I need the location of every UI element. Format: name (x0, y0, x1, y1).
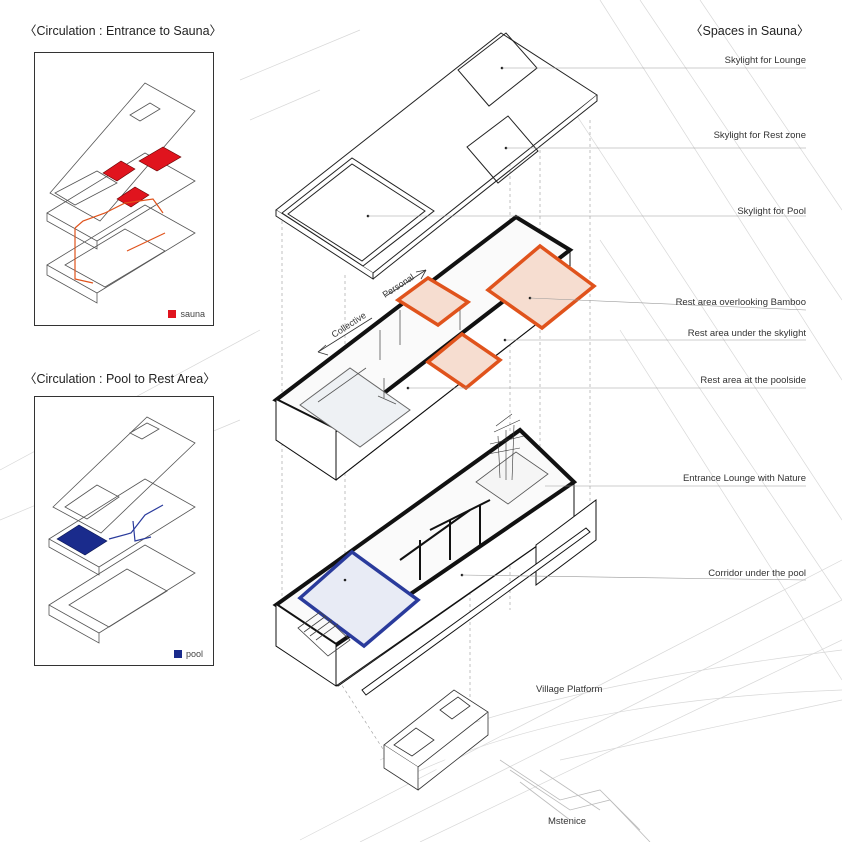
entrance-exploded-diagram (46, 82, 196, 304)
label-entrance-lounge: Entrance Lounge with Nature (682, 473, 806, 484)
legend-pool: pool (173, 649, 203, 659)
label-skylight-rest: Skylight for Rest zone (713, 130, 806, 141)
heading-spaces: 〈Spaces in Sauna〉 (690, 24, 810, 38)
legend-sauna: sauna (168, 309, 205, 319)
legend-pool-label: pool (185, 649, 203, 659)
label-corridor: Corridor under the pool (708, 568, 806, 579)
label-rest-poolside: Rest area at the poolside (700, 375, 806, 386)
skylight-pool-opening (281, 157, 435, 267)
rest-area-skylight (485, 243, 597, 331)
side-wall (361, 499, 597, 696)
rest-area-bamboo (394, 275, 472, 328)
label-mstenice: Mstenice (548, 816, 587, 827)
label-skylight-lounge: Skylight for Lounge (724, 55, 806, 66)
sauna-swatch (168, 310, 177, 318)
roof-slab (275, 32, 598, 280)
village-platform-model (383, 689, 489, 791)
label-rest-skylight: Rest area under the skylight (687, 328, 806, 339)
skylight-rest-opening (466, 115, 539, 184)
pool-upper (299, 367, 411, 448)
rest-area-poolside (425, 331, 503, 391)
pool-area (56, 524, 108, 556)
label-skylight-pool: Skylight for Pool (737, 206, 806, 217)
heading-circulation-entrance: 〈Circulation : Entrance to Sauna〉 (24, 24, 223, 38)
panel-pool-circulation: pool (34, 396, 214, 666)
bamboo-tree (487, 413, 525, 481)
sauna-room (116, 186, 150, 208)
label-village-platform: Village Platform (536, 684, 603, 695)
heading-circulation-pool: 〈Circulation : Pool to Rest Area〉 (24, 372, 216, 386)
legend-sauna-label: sauna (180, 309, 205, 319)
panel-entrance-circulation: sauna (34, 52, 214, 326)
label-rest-bamboo: Rest area overlooking Bamboo (675, 297, 806, 308)
pool-swatch (173, 650, 182, 658)
sauna-room (138, 146, 182, 172)
sauna-room (102, 160, 136, 182)
pool-corridor-box (297, 549, 421, 649)
pool-exploded-diagram (48, 416, 196, 644)
